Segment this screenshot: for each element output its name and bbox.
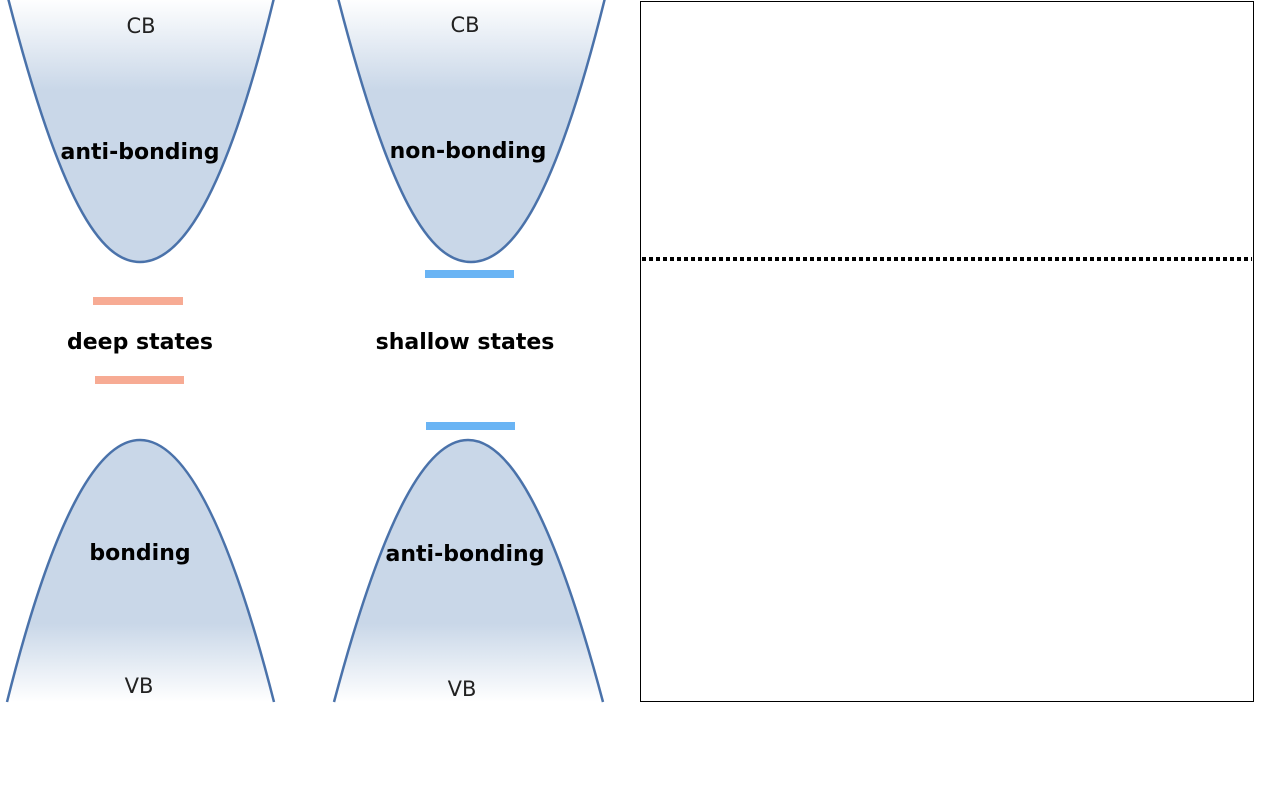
shallow-vb-label: VB xyxy=(448,677,477,701)
shallow-valence-band-outline xyxy=(332,438,605,703)
shallow-states-panel: CB non-bonding shallow states anti-bondi… xyxy=(332,0,606,703)
shallow-cb-name: non-bonding xyxy=(390,139,547,164)
deep-vb-label: VB xyxy=(125,674,154,698)
deep-conduction-band-outline xyxy=(7,0,275,264)
right-panel-frame xyxy=(640,1,1254,702)
deep-cb-label: CB xyxy=(126,14,155,38)
right-panel xyxy=(640,1,1254,702)
deep-states-label: deep states xyxy=(67,330,213,355)
deep-valence-band-outline xyxy=(5,438,276,703)
deep-vb-name: bonding xyxy=(89,541,190,566)
shallow-valence-band xyxy=(334,440,603,702)
deep-cb-name: anti-bonding xyxy=(61,140,220,165)
shallow-states-label: shallow states xyxy=(376,330,555,355)
shallow-state-upper xyxy=(425,270,514,278)
shallow-cb-label: CB xyxy=(450,13,479,37)
shallow-conduction-band-outline xyxy=(337,0,606,264)
deep-state-upper xyxy=(93,297,183,305)
shallow-state-lower xyxy=(426,422,515,430)
shallow-vb-name: anti-bonding xyxy=(386,542,545,567)
deep-states-panel: CB anti-bonding deep states bonding VB xyxy=(5,0,276,703)
deep-state-lower xyxy=(95,376,184,384)
